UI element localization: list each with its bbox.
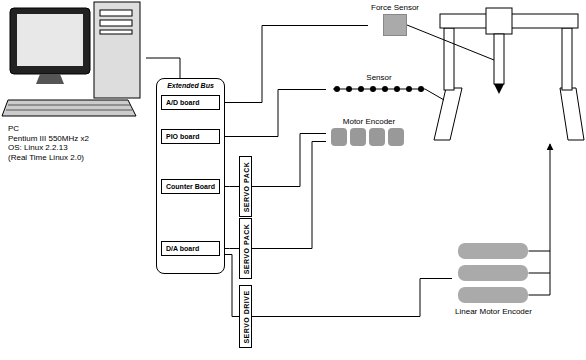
key-row <box>8 105 130 106</box>
connector <box>252 279 452 317</box>
node-label: (Real Time Linux 2.0) <box>4 153 146 163</box>
node-label: Motor Encoder <box>329 117 409 126</box>
sensor-dot <box>370 86 376 92</box>
drive-slot <box>100 10 132 16</box>
base-rail <box>434 88 462 140</box>
node-label: PIO board <box>166 133 215 140</box>
board-box: PIO board <box>161 129 220 144</box>
encoder-block: Motor Encoder <box>326 116 412 149</box>
sensor-dot <box>334 86 340 92</box>
key-row <box>6 110 132 111</box>
node-label: SERVO PACK <box>242 161 249 212</box>
force-sensor-symbol <box>383 14 407 36</box>
monitor-stand <box>36 74 64 84</box>
keyboard <box>2 100 136 116</box>
node-label: D/A board <box>166 245 215 252</box>
wire <box>528 273 550 274</box>
board-box: A/D board <box>161 95 220 110</box>
monitor-screen <box>17 14 83 66</box>
spacer <box>4 2 146 124</box>
monitor-frame <box>10 8 90 74</box>
wire <box>528 251 550 252</box>
robot-post <box>562 28 572 90</box>
drive-slot <box>100 20 132 26</box>
node-label: Linear Motor Encoder <box>455 307 532 316</box>
encoder-block: Linear Motor Encoder <box>452 240 535 317</box>
node-label: PC <box>4 124 146 134</box>
pc-tower <box>94 2 140 98</box>
node-label: Force Sensor <box>371 3 419 12</box>
computer-block: PCPentium III 550MHz x2OS: Linux 2.2.13(… <box>4 2 146 162</box>
wire <box>407 25 494 60</box>
sensor-dot <box>358 86 364 92</box>
tool-tip <box>494 84 504 94</box>
node-label: Sensor <box>329 73 429 82</box>
encoder-symbol <box>388 128 404 146</box>
encoder-symbol <box>369 128 385 146</box>
servo-box: SERVO DRIVE <box>239 285 252 348</box>
robot-carriage <box>486 8 512 34</box>
wire <box>528 295 550 296</box>
encoder-symbol <box>458 287 528 303</box>
drive-slot <box>100 30 132 34</box>
bus-box: Extended BusA/D boardPIO boardCounter Bo… <box>156 78 225 274</box>
encoder-symbol <box>331 128 347 146</box>
sensor-dot <box>346 86 352 92</box>
encoder-symbol <box>458 265 528 281</box>
connectors <box>146 26 452 317</box>
sensor-block: Sensor <box>326 72 432 97</box>
connector <box>252 142 326 249</box>
node-label: SERVO PACK <box>242 223 249 274</box>
cartesian-robot <box>434 8 584 140</box>
board-box: D/A board <box>161 241 220 256</box>
servo-box: SERVO PACK <box>239 156 252 217</box>
wire <box>425 89 444 100</box>
encoder-group <box>456 241 530 307</box>
connector <box>220 90 326 137</box>
sensor-dot <box>418 86 424 92</box>
sensor-dot <box>394 86 400 92</box>
robot-post <box>444 28 454 90</box>
computer <box>2 2 140 116</box>
node-label: A/D board <box>166 99 215 106</box>
connector <box>220 26 368 103</box>
node-label: Extended Bus <box>157 79 224 89</box>
encoder-symbol <box>458 243 528 259</box>
sensor-dot <box>382 86 388 92</box>
sensor-dot <box>406 86 412 92</box>
wires <box>407 25 550 295</box>
sensor-row <box>329 82 429 96</box>
board-box: Counter Board <box>161 179 220 194</box>
base-rail <box>560 88 584 140</box>
connector <box>146 58 180 78</box>
encoder-symbol <box>350 128 366 146</box>
wire <box>550 144 551 295</box>
node-label: Counter Board <box>166 183 215 190</box>
sensor-block: Force Sensor <box>368 2 422 37</box>
robot-tool <box>494 34 504 84</box>
servo-box: SERVO PACK <box>239 218 252 279</box>
node-label: OS: Linux 2.2.13 <box>4 143 146 153</box>
node-label: SERVO DRIVE <box>242 290 249 343</box>
encoder-group <box>329 126 409 148</box>
node-label: Pentium III 550MHz x2 <box>4 134 146 144</box>
